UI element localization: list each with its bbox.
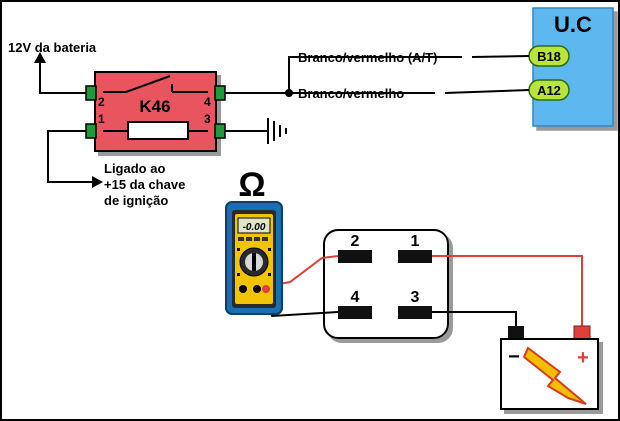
battery-body bbox=[500, 338, 599, 410]
socket-slot-2 bbox=[338, 250, 372, 263]
wire-label-b: Branco/vermelho bbox=[298, 86, 404, 101]
battery-positive-wire bbox=[432, 255, 583, 330]
battery-negative-wire bbox=[432, 311, 517, 330]
relay-k46: K46 2 4 1 3 bbox=[85, 71, 226, 152]
multimeter-reading: -0.00 bbox=[243, 222, 266, 233]
battery-negative-terminal bbox=[508, 326, 524, 340]
battery-minus-sign: − bbox=[508, 346, 520, 368]
socket-pin-4: 4 bbox=[351, 289, 360, 306]
socket-pin-1: 1 bbox=[411, 233, 420, 250]
socket-body bbox=[323, 229, 449, 339]
battery: − + bbox=[500, 325, 599, 410]
socket-slot-4 bbox=[338, 306, 372, 319]
multimeter-display bbox=[237, 217, 271, 234]
relay-coil bbox=[127, 121, 189, 140]
relay-switch-contact bbox=[125, 75, 171, 93]
arrow-up-icon bbox=[34, 52, 46, 63]
relay-pin-2: 2 bbox=[98, 95, 105, 109]
wire-label-a: Branco/vermelho (A/T) bbox=[298, 50, 437, 65]
relay-pin-4: 4 bbox=[204, 95, 211, 109]
relay-socket: 2 1 4 3 bbox=[323, 229, 449, 339]
socket-pin-2: 2 bbox=[351, 233, 360, 250]
ecu-pin-b18-label: B18 bbox=[537, 49, 561, 64]
ecu-module: U.C B18 A12 bbox=[528, 7, 614, 127]
ecu-pin-a12-label: A12 bbox=[537, 83, 561, 98]
battery-plus-sign: + bbox=[577, 347, 589, 369]
relay-terminal-4 bbox=[214, 85, 226, 101]
ohm-icon: Ω bbox=[238, 166, 265, 204]
socket-slot-3 bbox=[398, 306, 432, 319]
multimeter-dial-ticks bbox=[237, 248, 271, 276]
lightning-bolt-icon bbox=[522, 346, 587, 405]
multimeter-jack-com bbox=[239, 285, 247, 293]
ignition-feed-line bbox=[47, 130, 96, 183]
arrow-right-icon bbox=[92, 176, 103, 188]
multimeter-jack-v bbox=[253, 285, 261, 293]
relay-name: K46 bbox=[139, 97, 170, 116]
relay-terminal-2 bbox=[85, 85, 97, 101]
wire-junction bbox=[285, 89, 293, 97]
ground-icon bbox=[225, 118, 287, 144]
relay-terminal-3 bbox=[214, 123, 226, 139]
relay-pin-1: 1 bbox=[98, 112, 105, 126]
ecu-wires bbox=[225, 55, 530, 94]
multimeter-jack-ohm bbox=[262, 285, 270, 293]
ignition-label-line1: Ligado ao bbox=[104, 161, 165, 176]
ignition-label-line2: +15 da chave bbox=[104, 177, 185, 192]
ecu-box bbox=[532, 7, 614, 127]
multimeter-buttons bbox=[238, 237, 268, 241]
ignition-label-line3: de ignição bbox=[104, 193, 168, 208]
battery-supply-line bbox=[39, 60, 87, 94]
ecu-title: U.C bbox=[554, 12, 592, 37]
relay-terminal-1 bbox=[85, 123, 97, 139]
multimeter: Ω -0.00 bbox=[225, 166, 283, 315]
battery-supply-label: 12V da bateria bbox=[8, 40, 97, 55]
relay-pin-3: 3 bbox=[204, 112, 211, 126]
socket-pin-3: 3 bbox=[411, 289, 420, 306]
multimeter-dial-pointer bbox=[252, 253, 256, 271]
battery-positive-terminal bbox=[573, 325, 591, 341]
socket-slot-1 bbox=[398, 250, 432, 263]
